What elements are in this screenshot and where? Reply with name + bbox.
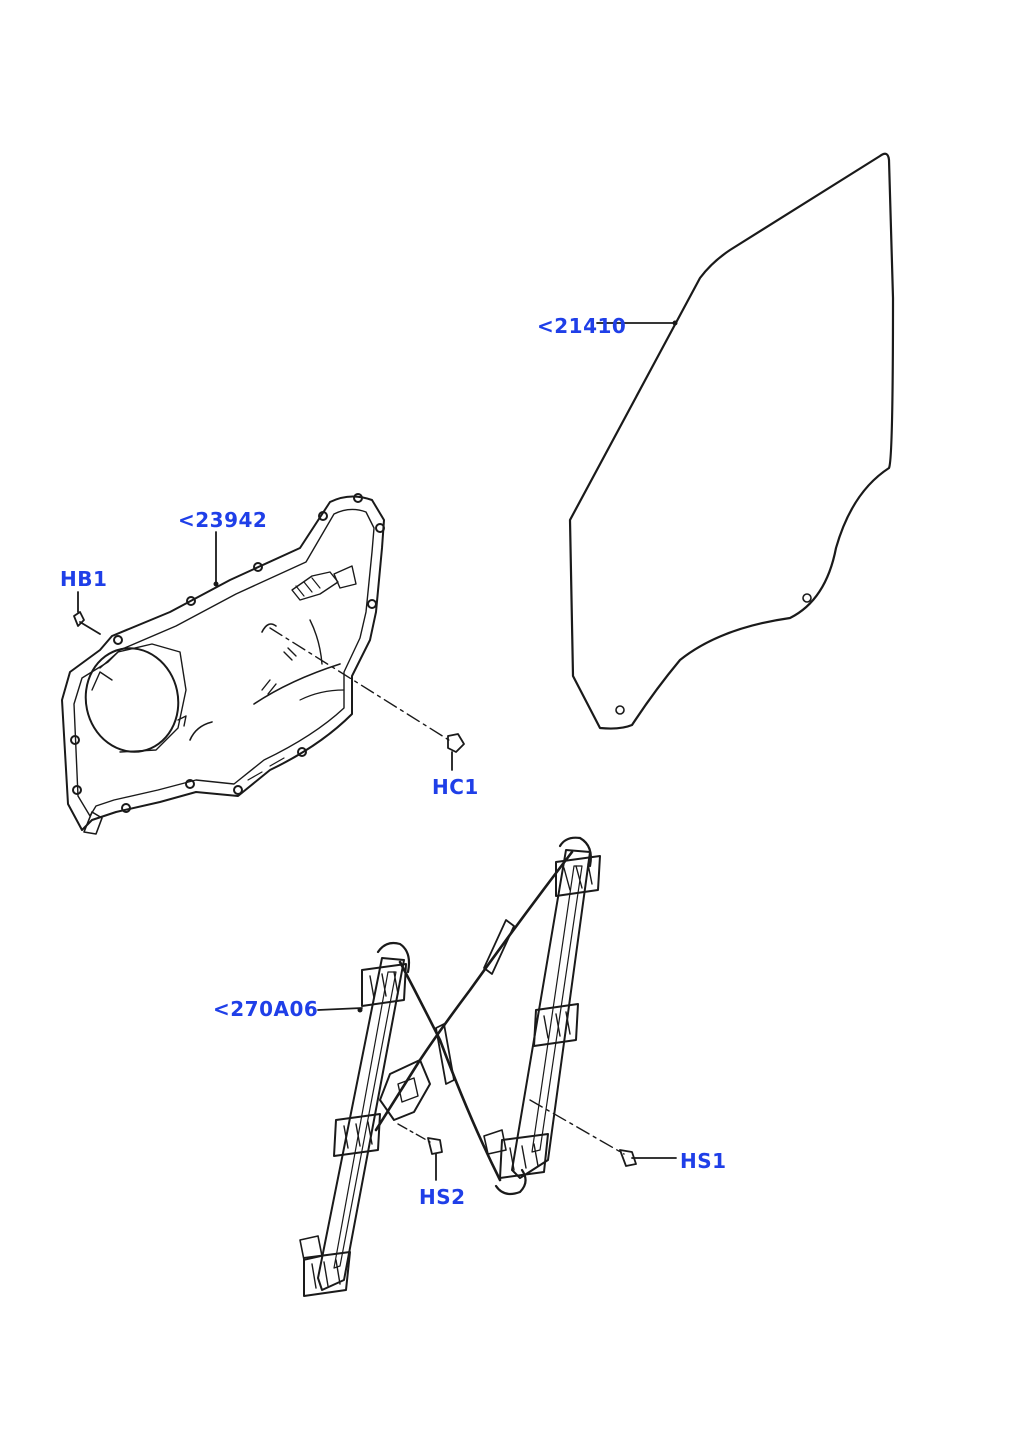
callout-panel[interactable]: <23942 <box>178 508 268 532</box>
leader-regulator <box>317 1007 363 1011</box>
door-inner-panel <box>61 493 385 835</box>
callout-hs1[interactable]: HS1 <box>680 1149 727 1173</box>
window-regulator <box>299 836 601 1297</box>
axis-hc1 <box>269 627 453 743</box>
callout-regulator[interactable]: <270A06 <box>213 997 319 1021</box>
glass-hole-lower <box>615 705 625 715</box>
callout-hs2[interactable]: HS2 <box>419 1185 466 1209</box>
axis-hs1 <box>529 1099 625 1155</box>
panel-clip-hc1 <box>447 733 465 771</box>
callout-hb1[interactable]: HB1 <box>60 567 108 591</box>
panel-bolt-hb1 <box>73 611 101 635</box>
axis-hs2 <box>397 1123 431 1143</box>
regulator-screw-hs2 <box>427 1137 443 1181</box>
callout-hc1[interactable]: HC1 <box>432 775 479 799</box>
regulator-screw-hs1 <box>619 1149 677 1167</box>
door-glass <box>568 152 895 730</box>
glass-hole-upper <box>802 593 812 603</box>
callout-glass[interactable]: <21410 <box>537 314 627 338</box>
